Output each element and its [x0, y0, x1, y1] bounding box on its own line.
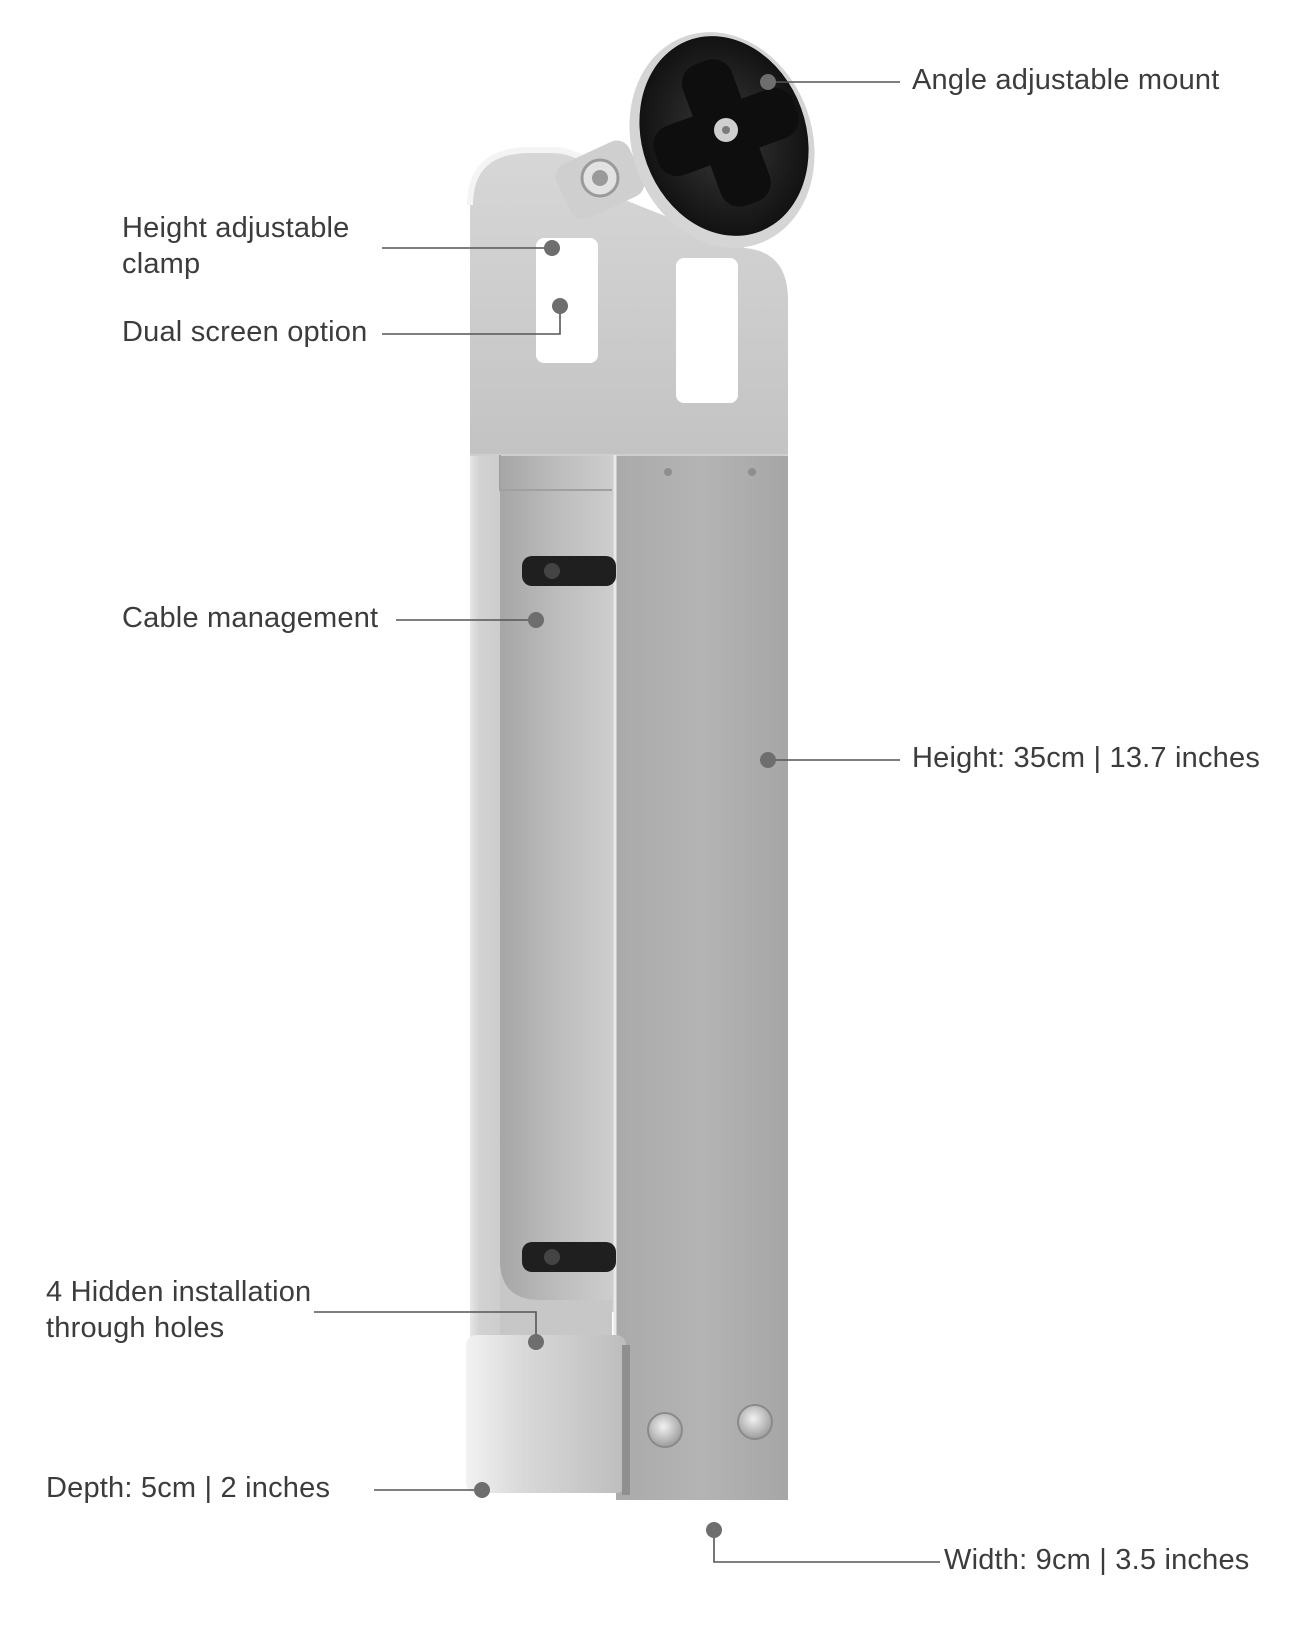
callout-depth-label: Depth: 5cm | 2 inches — [46, 1472, 331, 1504]
callout-line-dual-screen — [382, 306, 561, 335]
monitor-stand-body — [466, 147, 788, 1500]
callout-height-clamp-line-2: clamp — [122, 248, 201, 280]
callout-dot-angle-mount — [760, 74, 776, 90]
mounting-hole-left — [647, 1412, 683, 1448]
callout-line-holes — [314, 1311, 537, 1340]
mounting-hole-right — [737, 1404, 773, 1440]
stand-front-panel — [616, 455, 788, 1500]
callout-dot-cable — [528, 612, 544, 628]
cable-clip-lower — [522, 1242, 616, 1272]
callout-dots — [474, 74, 776, 1538]
callout-lines — [314, 81, 940, 1563]
callout-dot-dual-screen — [552, 298, 568, 314]
callout-height-clamp-label: Height adjustable clamp — [122, 210, 350, 282]
callout-dual-screen-label: Dual screen option — [122, 316, 368, 348]
callout-width-label: Width: 9cm | 3.5 inches — [944, 1544, 1250, 1576]
callout-dot-width — [706, 1522, 722, 1538]
callout-dot-height-clamp — [544, 240, 560, 256]
stand-inner-channel — [500, 452, 618, 1312]
callout-angle-mount-label: Angle adjustable mount — [912, 64, 1220, 96]
callout-cable-management-label: Cable management — [122, 602, 379, 634]
stand-base-block — [466, 1335, 626, 1493]
callout-line-width — [713, 1532, 940, 1563]
clamp-slot-left — [536, 238, 598, 363]
cable-clip-upper — [522, 556, 616, 586]
callout-dot-depth — [474, 1482, 490, 1498]
callout-hidden-holes-label: 4 Hidden installation through holes — [46, 1274, 311, 1346]
callout-height-label: Height: 35cm | 13.7 inches — [912, 742, 1261, 774]
panel-screw — [664, 468, 672, 476]
callout-hidden-holes-line-1: 4 Hidden installation — [46, 1276, 312, 1308]
callout-hidden-holes-line-2: through holes — [46, 1312, 225, 1344]
panel-screw — [748, 468, 756, 476]
callout-dot-height — [760, 752, 776, 768]
clamp-slot-right — [676, 258, 738, 403]
callout-height-clamp-line-1: Height adjustable — [122, 212, 350, 244]
callout-dot-holes — [528, 1334, 544, 1350]
